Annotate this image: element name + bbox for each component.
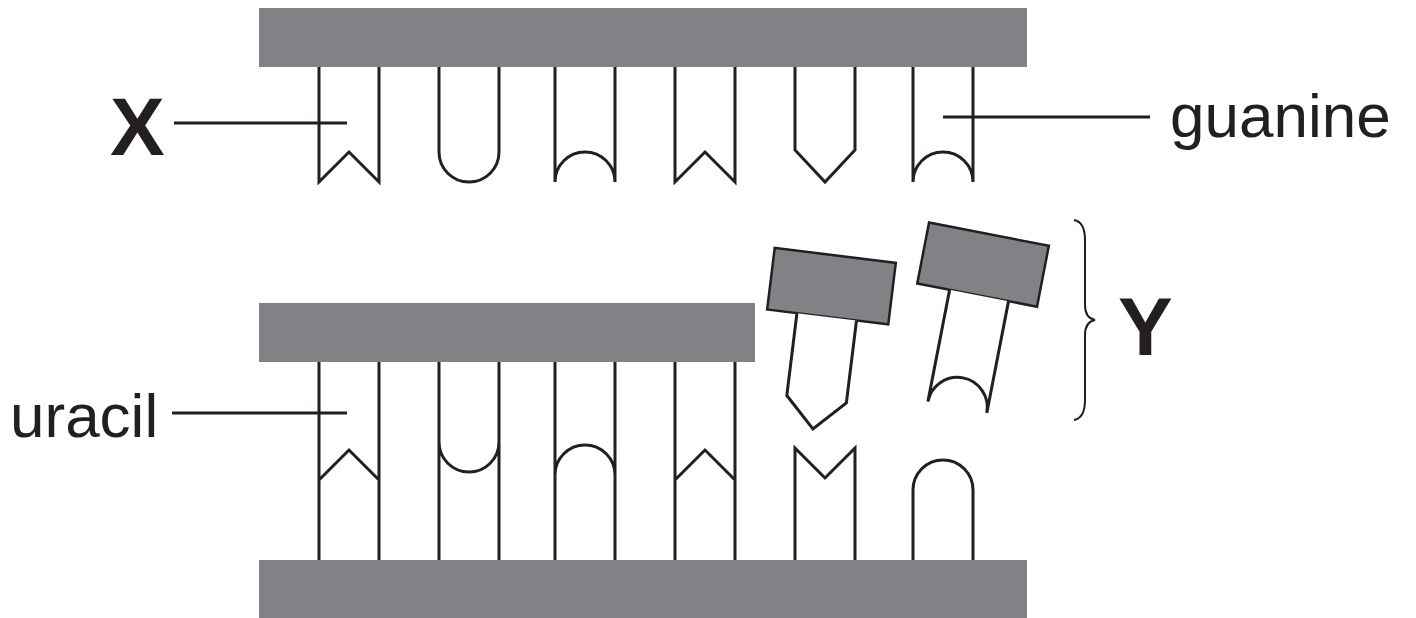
part-letter: X <box>110 86 165 168</box>
brace <box>1074 220 1095 420</box>
base-pair <box>555 362 615 560</box>
new-backbone <box>259 303 755 362</box>
base-pair <box>319 362 379 560</box>
free-nucleotide <box>753 248 895 437</box>
base <box>675 67 735 182</box>
leader-lines <box>172 117 1150 413</box>
base-pair <box>439 362 499 560</box>
base <box>913 67 973 182</box>
base <box>913 460 973 560</box>
base-pair <box>675 362 735 560</box>
base-name: uracil <box>10 385 158 447</box>
free-nucleotide <box>895 223 1048 419</box>
paired-bases <box>319 362 973 560</box>
base <box>555 67 615 182</box>
base <box>795 67 855 182</box>
base <box>439 67 499 182</box>
top-bases <box>319 67 973 182</box>
leader-line <box>943 116 1150 119</box>
leader-line <box>172 412 347 415</box>
part-letter: Y <box>1118 286 1173 368</box>
leader-line <box>174 122 347 125</box>
backbones <box>259 8 1027 618</box>
base-name: guanine <box>1170 85 1391 147</box>
template-backbone <box>259 560 1027 618</box>
top-backbone <box>259 8 1027 67</box>
base <box>795 448 855 560</box>
